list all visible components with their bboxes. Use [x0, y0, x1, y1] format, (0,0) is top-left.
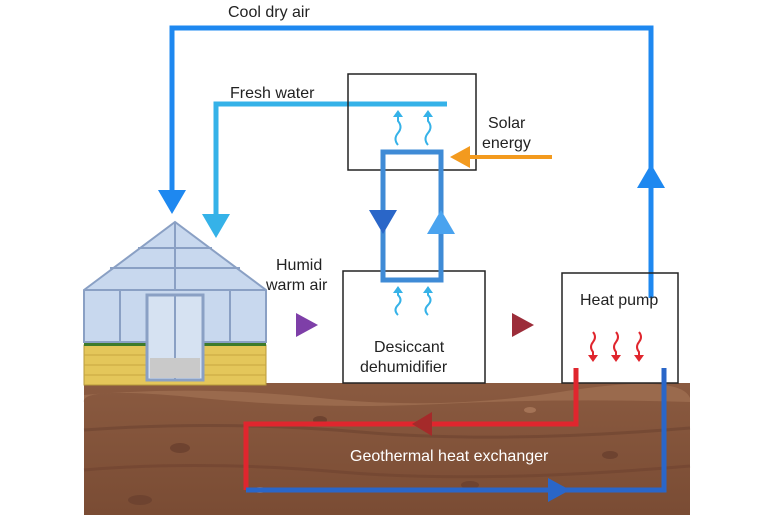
label-cool-dry-air: Cool dry air [228, 4, 310, 21]
regeneration-loop [369, 149, 455, 283]
label-desiccant-line2: dehumidifier [360, 359, 448, 376]
ground-soil [83, 383, 691, 515]
solar-energy-flow [450, 146, 552, 168]
label-solar-line2: energy [482, 135, 531, 152]
geothermal-loop [243, 365, 667, 502]
heat-arrows-icon [588, 331, 644, 362]
heat-pump-box [561, 272, 679, 384]
label-heat-pump: Heat pump [580, 292, 658, 309]
label-geothermal: Geothermal heat exchanger [350, 448, 549, 465]
label-fresh-water: Fresh water [230, 85, 315, 102]
label-solar-line1: Solar [488, 115, 526, 132]
greenhouse-icon [83, 220, 267, 386]
fresh-water-flow [202, 101, 447, 238]
solar-unit-box [347, 73, 477, 171]
label-humid-line2: warm air [265, 277, 328, 294]
humid-warm-air-flow [266, 313, 562, 337]
label-desiccant-line1: Desiccant [374, 339, 445, 356]
vapor-arrows-icon [393, 110, 433, 316]
label-humid-line1: Humid [276, 257, 322, 274]
cool-dry-air-flow [158, 25, 665, 298]
